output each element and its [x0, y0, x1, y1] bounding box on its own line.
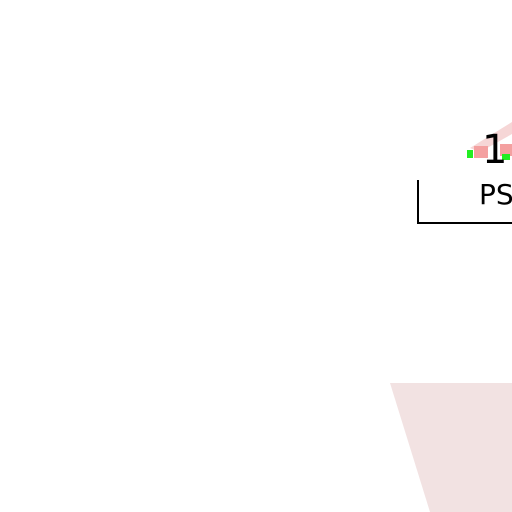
green-mark	[502, 154, 510, 160]
label-box	[417, 180, 512, 224]
pink-mark	[474, 146, 488, 158]
number-label: 1	[482, 127, 508, 173]
pink-region	[390, 383, 512, 512]
label-box-text: PS	[479, 178, 512, 211]
green-mark	[467, 150, 473, 158]
pink-strip	[470, 122, 512, 152]
pink-mark	[500, 144, 512, 156]
